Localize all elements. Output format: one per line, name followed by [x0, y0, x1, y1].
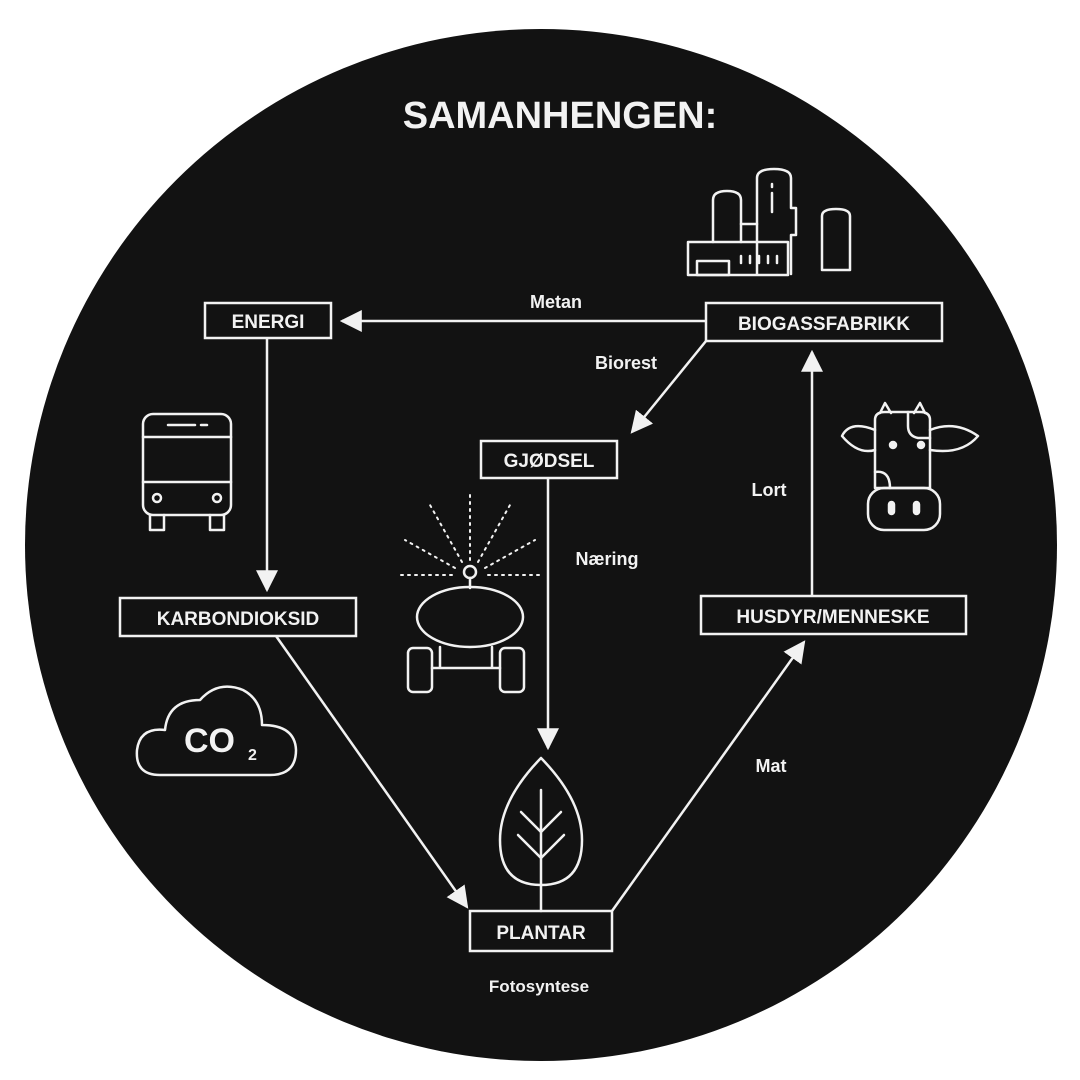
- node-karbondioksid: KARBONDIOKSID: [118, 596, 358, 638]
- arrow-biorest: [630, 340, 707, 434]
- factory-icon: [686, 167, 852, 277]
- node-label: GJØDSEL: [504, 451, 595, 472]
- diagram-title: SAMANHENGEN:: [403, 95, 718, 137]
- co2-subscript: 2: [248, 747, 257, 764]
- edge-label-mat: Mat: [756, 756, 787, 776]
- co2-text: CO: [184, 722, 235, 760]
- arrow-karbondioksid-plantar: [274, 635, 469, 909]
- edge-label-biorest: Biorest: [595, 353, 657, 373]
- co2-cloud-icon: CO 2: [135, 685, 298, 777]
- node-label: HUSDYR/MENNESKE: [736, 607, 929, 628]
- background-disc: [25, 29, 1057, 1061]
- node-label: PLANTAR: [496, 923, 586, 944]
- node-label: ENERGI: [232, 312, 305, 333]
- node-energi: ENERGI: [203, 301, 333, 340]
- edge-label-naering: Næring: [576, 549, 639, 569]
- edge-label-fotosyntese: Fotosyntese: [489, 977, 589, 996]
- node-label: KARBONDIOKSID: [157, 609, 320, 630]
- bus-icon: [141, 412, 233, 532]
- leaf-icon: [498, 756, 584, 913]
- node-label: BIOGASSFABRIKK: [738, 314, 910, 335]
- arrow-mat: [610, 640, 806, 912]
- edge-label-lort: Lort: [752, 480, 787, 500]
- manure-spreader-icon: [399, 489, 541, 694]
- node-biogassfabrikk: BIOGASSFABRIKK: [704, 301, 944, 343]
- node-gjodsel: GJØDSEL: [479, 439, 619, 480]
- node-husdyr-menneske: HUSDYR/MENNESKE: [699, 594, 968, 636]
- cow-icon: [840, 401, 980, 532]
- edge-label-metan: Metan: [530, 292, 582, 312]
